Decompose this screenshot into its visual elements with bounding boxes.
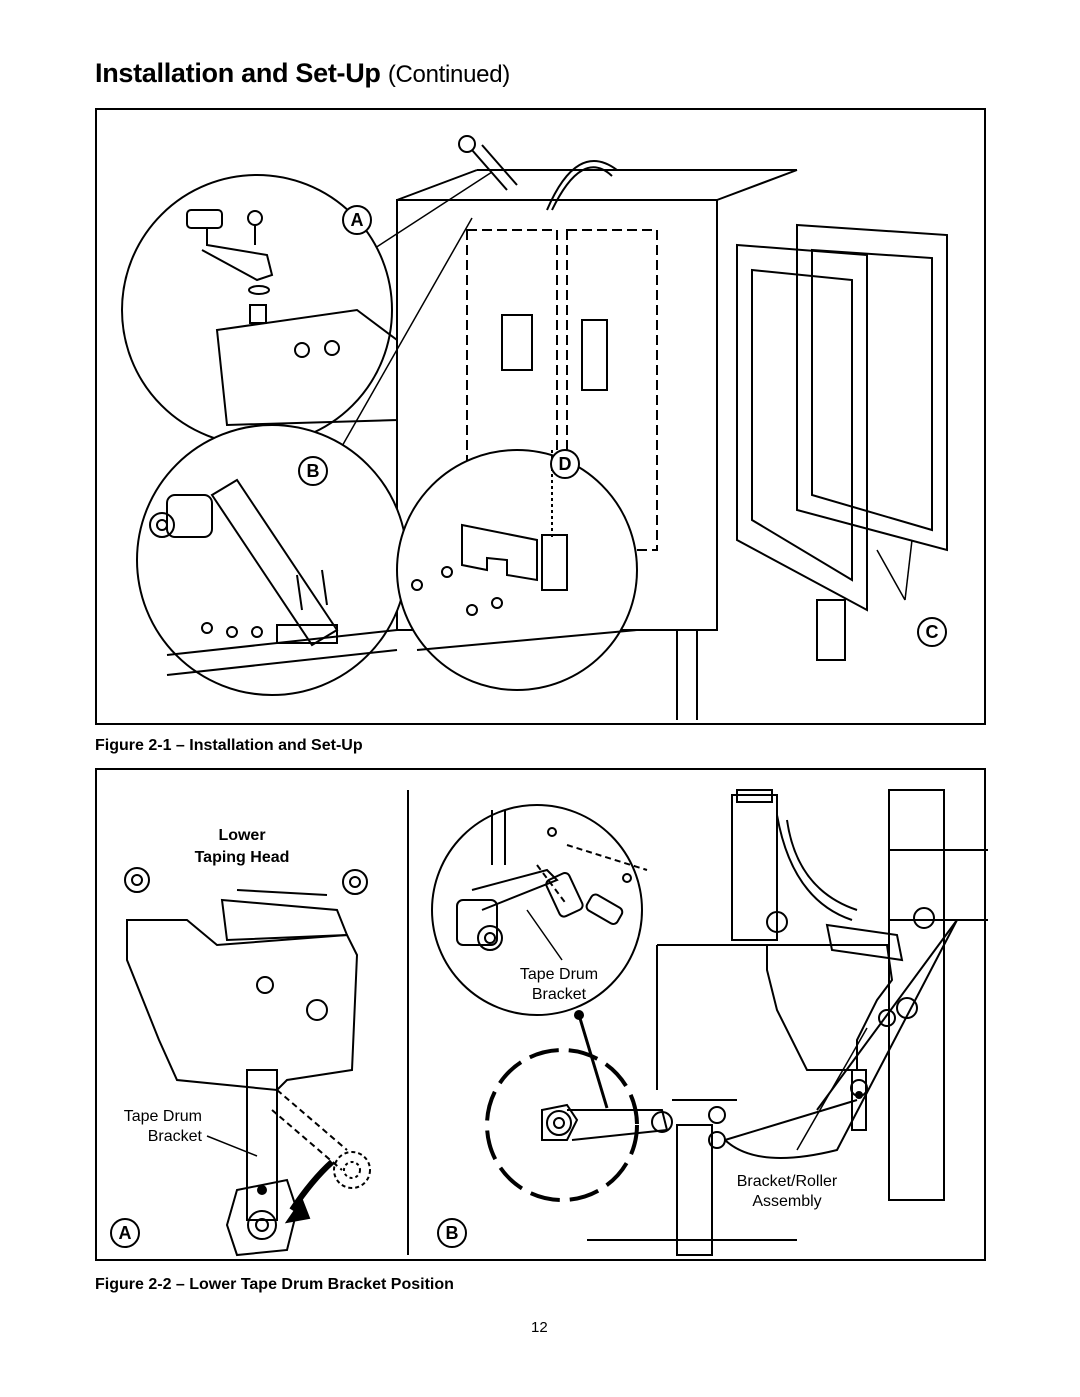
tape-drum-bracket-b-line2: Bracket: [531, 986, 587, 1003]
taping-head-a: [124, 867, 371, 1257]
detail-d-content: [411, 450, 638, 651]
page-title-suffix: (Continued): [387, 61, 510, 88]
page-number: 12: [531, 1319, 548, 1336]
panel-letter-b: B: [437, 1218, 467, 1248]
installation-illustration: [121, 135, 948, 720]
figure-2-caption: Figure 2-2 – Lower Tape Drum Bracket Pos…: [95, 1276, 454, 1293]
lower-taping-head-line2: Taping Head: [194, 849, 290, 866]
page-title-text: Installation and Set-Up: [95, 58, 381, 88]
bracket-roller-line2: Assembly: [752, 1193, 822, 1210]
lower-taping-head-line1: Lower: [218, 827, 266, 844]
bracket-roller-line1: Bracket/Roller: [736, 1173, 838, 1190]
lower-taping-head-label: Lower Taping Head: [182, 825, 302, 869]
panel-letter-a: A: [110, 1218, 140, 1248]
tape-drum-illustration: [124, 789, 988, 1257]
figure-1-caption: Figure 2-1 – Installation and Set-Up: [95, 737, 363, 754]
tape-drum-bracket-label-b: Tape Drum Bracket: [509, 965, 609, 1005]
figure-2-frame: Lower Taping Head Tape Drum Bracket A Ta…: [95, 768, 988, 1261]
tape-drum-bracket-b-line1: Tape Drum: [519, 966, 599, 983]
callout-d: D: [550, 449, 580, 479]
side-panels: [736, 223, 948, 612]
drum-circle: [485, 1048, 639, 1202]
tape-drum-bracket-label-a: Tape Drum Bracket: [112, 1107, 202, 1147]
taping-head-b: [724, 907, 958, 1159]
detail-a-content: [186, 209, 398, 427]
detail-b-content: [149, 478, 398, 676]
callout-c: C: [917, 617, 947, 647]
inset-b-content: [456, 810, 648, 961]
callout-b: B: [298, 456, 328, 486]
page-title: Installation and Set-Up (Continued): [95, 58, 510, 89]
figure-1-frame: A B C D: [95, 108, 986, 725]
drum-bracket: [541, 1010, 737, 1149]
inset-circle-b: [431, 804, 643, 1016]
detail-circle-d: [396, 449, 638, 691]
tape-drum-bracket-a-line1: Tape Drum: [123, 1108, 202, 1125]
callout-a: A: [342, 205, 372, 235]
callout-leaders: [336, 171, 913, 601]
tape-drum-bracket-a-line2: Bracket: [147, 1128, 202, 1145]
bracket-roller-assembly-label: Bracket/Roller Assembly: [722, 1172, 852, 1212]
